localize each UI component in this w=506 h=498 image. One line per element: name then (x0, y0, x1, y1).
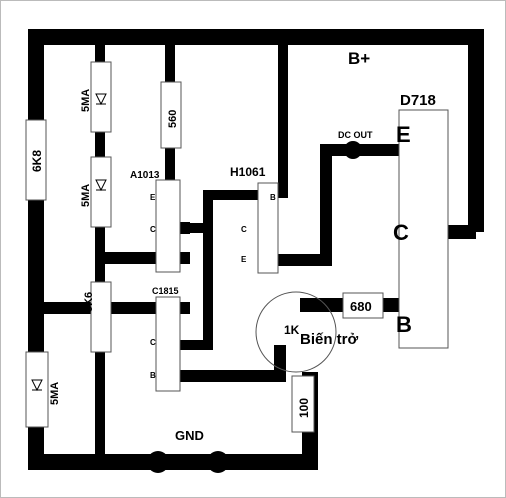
transistor-a1013-pin-b: B (184, 257, 190, 266)
resistor-560-body (160, 81, 182, 149)
wire-c1815-c (170, 228, 213, 350)
wire-a1013-c-to-h1061-b (190, 190, 270, 233)
resistor-680-label: 680 (350, 299, 372, 314)
diode-3: 5MA (25, 351, 61, 428)
potentiometer-value: 1K (284, 323, 300, 337)
diode-1-symbol-icon (95, 93, 107, 106)
transistor-c1815-body (155, 296, 181, 392)
diode-1: 5MA (80, 61, 112, 133)
dc-out-dot (344, 141, 362, 159)
transistor-c1815-pin-e: E (184, 305, 190, 314)
diode-2: 5MA (80, 156, 112, 228)
gnd-dot-1 (147, 451, 169, 473)
junction-a1013-b (95, 253, 105, 263)
resistor-5k6-body (90, 281, 112, 353)
transistor-d718-pin-e: E (396, 122, 411, 147)
wire-c1815-b-to-pot (170, 345, 286, 382)
diode-2-label: 5MA (80, 184, 92, 207)
diode-3-symbol-icon (31, 379, 43, 392)
wire-h1061-e-to-d718-b (268, 144, 430, 266)
transistor-a1013-pin-e: E (150, 193, 156, 202)
transistor-h1061-pin-e: E (241, 255, 247, 264)
junction-dots (95, 141, 362, 473)
resistor-680: 680 (342, 292, 384, 319)
gnd-dot-2 (207, 451, 229, 473)
transistor-a1013-pin-c: C (150, 225, 156, 234)
resistor-680-body (342, 292, 384, 319)
resistor-5k6: 5K6 (83, 281, 112, 353)
resistor-100-label: 100 (297, 398, 311, 418)
resistor-5k6-label: 5K6 (83, 292, 95, 312)
transistor-h1061: H1061 B C E (230, 165, 279, 274)
transistor-d718-body (398, 109, 449, 349)
transistor-c1815: C1815 E C B (150, 286, 190, 392)
diode-2-symbol-icon (95, 179, 107, 192)
transistor-h1061-name: H1061 (230, 165, 266, 179)
b-plus-label: B+ (348, 49, 370, 68)
transistor-h1061-pin-c: C (241, 225, 247, 234)
diode-1-label: 5MA (80, 89, 92, 112)
transistor-d718-pin-b: B (396, 312, 412, 337)
resistor-6k8-body (25, 119, 47, 201)
potentiometer: 1K Biến trở (255, 291, 359, 373)
transistor-d718: D718 E C B (393, 92, 449, 349)
b-plus-rail (28, 29, 484, 232)
transistor-a1013-name: A1013 (130, 170, 160, 181)
transistor-a1013: A1013 E C B (130, 170, 190, 273)
resistor-6k8-label: 6K8 (30, 150, 44, 172)
transistor-d718-pin-c: C (393, 220, 409, 245)
potentiometer-body (255, 291, 337, 373)
potentiometer-name: Biến trở (300, 331, 359, 348)
resistor-6k8: 6K8 (25, 119, 47, 201)
transistor-c1815-name: C1815 (152, 286, 179, 296)
dc-out-label: DC OUT (338, 130, 373, 140)
transistor-c1815-pin-b: B (150, 371, 156, 380)
resistor-560: 560 (160, 81, 182, 149)
transistor-h1061-pin-b: B (270, 193, 276, 202)
gnd-label: GND (175, 428, 204, 443)
diode-1-body (90, 61, 112, 133)
diode-3-label: 5MA (49, 382, 61, 405)
transistor-a1013-body (155, 179, 181, 273)
transistor-h1061-body (257, 182, 279, 274)
resistor-100: 100 (291, 375, 315, 433)
transistor-c1815-pin-c: C (150, 338, 156, 347)
diode-2-body (90, 156, 112, 228)
resistor-560-label: 560 (167, 110, 179, 128)
transistor-d718-name: D718 (400, 92, 436, 109)
resistor-100-body (291, 375, 315, 433)
